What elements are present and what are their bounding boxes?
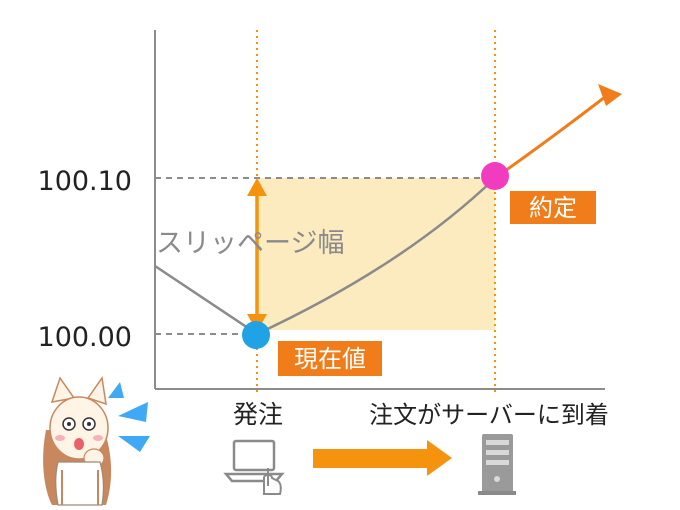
laptop-click-icon	[223, 439, 285, 495]
current-label: 現在値	[294, 345, 366, 373]
current-label-tag	[278, 341, 382, 376]
order-label: 発注	[233, 400, 283, 429]
price-curve	[154, 177, 496, 336]
server-icon	[478, 434, 516, 495]
sweat-drops-icon	[108, 382, 150, 452]
filled-label-tag	[510, 191, 596, 224]
right-arrow-icon	[313, 440, 452, 476]
cat-girl-worried-icon	[43, 376, 112, 506]
price-trend-arrow	[494, 95, 606, 180]
arrival-label: 注文がサーバーに到着	[369, 401, 609, 429]
trend-arrow-head	[598, 84, 622, 106]
filled-price-dot	[481, 162, 509, 190]
slippage-band	[257, 178, 495, 330]
y-tick-lower: 100.00	[38, 322, 132, 353]
filled-label: 約定	[529, 194, 577, 222]
slippage-arrow-top-head	[247, 178, 267, 196]
y-tick-upper: 100.10	[38, 166, 132, 197]
slippage-label: スリッページ幅	[156, 228, 344, 259]
current-price-dot	[242, 321, 270, 349]
